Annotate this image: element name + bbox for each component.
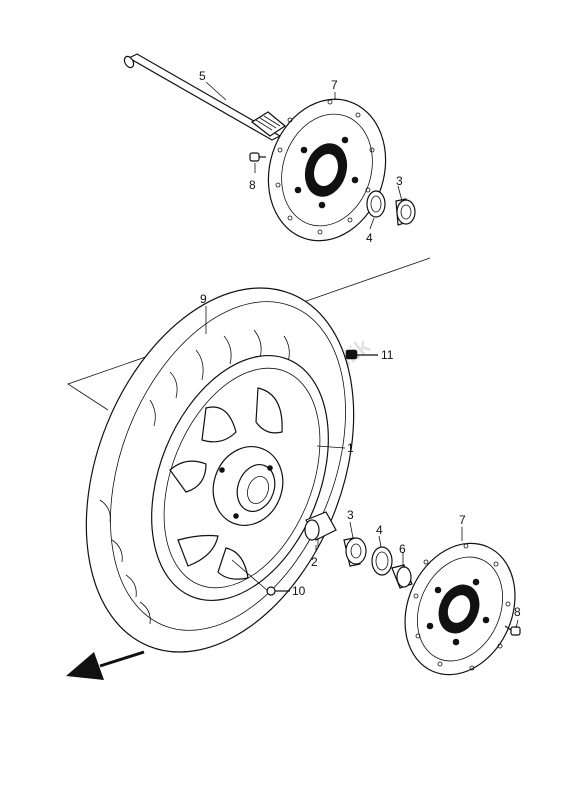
- collar-part-6: [391, 564, 413, 589]
- callout-8-lower: 8: [514, 605, 521, 619]
- spacer-part-2: [304, 511, 337, 548]
- callout-5: 5: [199, 69, 206, 83]
- callout-1: 1: [347, 441, 354, 455]
- callout-2: 2: [311, 555, 318, 569]
- callout-4-lower: 4: [376, 523, 383, 537]
- callout-4-upper: 4: [366, 231, 373, 245]
- oil-seal-lower-part-4: [371, 546, 393, 576]
- callout-10: 10: [292, 584, 306, 598]
- wheel-rim-part-1: [151, 354, 329, 602]
- axle-shaft-part-5: [123, 53, 287, 141]
- bearing-lower-part-3: [343, 537, 367, 567]
- callout-3-lower: 3: [347, 508, 354, 522]
- assembly-guide-line: [67, 257, 431, 411]
- callout-8-upper: 8: [249, 178, 256, 192]
- callout-9: 9: [200, 292, 207, 306]
- brake-disc-upper-part-7: [267, 98, 387, 242]
- balance-screw-part-10: [231, 559, 290, 596]
- callout-6: 6: [399, 542, 406, 556]
- disc-bolt-upper-part-8: [249, 152, 266, 162]
- brake-disc-lower-part-7: [404, 542, 516, 676]
- callout-7-lower: 7: [459, 513, 466, 527]
- callout-7-upper: 7: [331, 78, 338, 92]
- disc-bolt-lower-part-8: [504, 625, 521, 636]
- oil-seal-upper-part-4: [366, 190, 386, 218]
- callout-11: 11: [381, 348, 394, 362]
- valve-cap-part-11: [345, 349, 378, 360]
- bearing-upper-part-3: [395, 198, 416, 226]
- leader-lines: [205, 81, 519, 629]
- front-direction-arrow-icon: [66, 650, 145, 680]
- callout-3-upper: 3: [396, 174, 403, 188]
